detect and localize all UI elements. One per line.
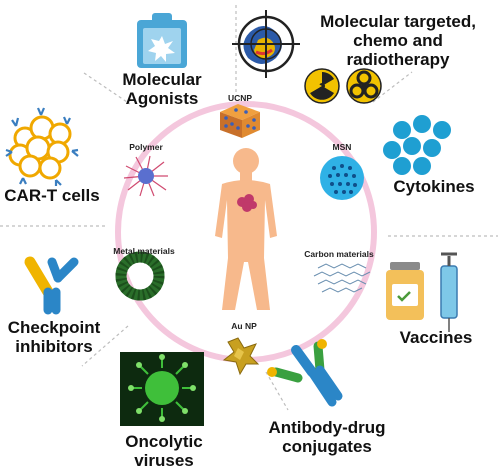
label-molecular-agonists: Molecular Agonists xyxy=(122,70,202,109)
metal-materials-icon xyxy=(115,251,165,301)
cytokines-icon xyxy=(383,115,451,175)
label-carbon-materials: Carbon materials xyxy=(304,249,374,259)
car-t-cells-icon xyxy=(5,107,79,186)
divider-lines xyxy=(0,5,498,411)
label-cytokines: Cytokines xyxy=(393,177,475,196)
label-polymer: Polymer xyxy=(129,142,163,152)
label-car-t-cells: CAR-T cells xyxy=(4,186,100,205)
label-metal-materials: Metal materials xyxy=(113,246,175,256)
label-vaccines: Vaccines xyxy=(399,328,473,347)
radiation-icon xyxy=(304,68,340,104)
au-np-icon xyxy=(222,337,260,376)
biohazard-icon xyxy=(346,68,382,104)
polymer-icon xyxy=(123,155,168,197)
label-ucnp: UCNP xyxy=(227,93,253,103)
label-targeted-therapy: Molecular targeted, chemo and radiothera… xyxy=(320,12,476,70)
carbon-materials-icon xyxy=(313,263,371,293)
syringe-icon xyxy=(440,252,458,332)
label-oncolytic-viruses: Oncolytic viruses xyxy=(125,432,203,470)
vaccine-bottle-icon xyxy=(386,262,424,320)
label-checkpoint-inhibitors: Checkpoint inhibitors xyxy=(7,318,101,357)
label-antibody-drug-conjugates: Antibody-drug conjugates xyxy=(268,418,386,457)
label-au-np: Au NP xyxy=(231,321,257,331)
ucnp-icon xyxy=(220,104,260,138)
label-msn: MSN xyxy=(332,142,352,152)
tumor-icon xyxy=(237,194,257,212)
crosshair-molecule-icon xyxy=(232,10,300,78)
diagram-graphics xyxy=(0,5,498,426)
oncolytic-virus-icon xyxy=(120,352,204,426)
antibody-drug-conjugate-icon xyxy=(267,339,343,407)
msn-icon xyxy=(320,156,364,200)
human-body-figure xyxy=(215,148,277,310)
molecular-agonists-icon xyxy=(137,13,187,68)
diagram-canvas: Molecular Agonists Molecular targeted, c… xyxy=(0,5,498,470)
checkpoint-inhibitor-icon xyxy=(24,256,79,315)
